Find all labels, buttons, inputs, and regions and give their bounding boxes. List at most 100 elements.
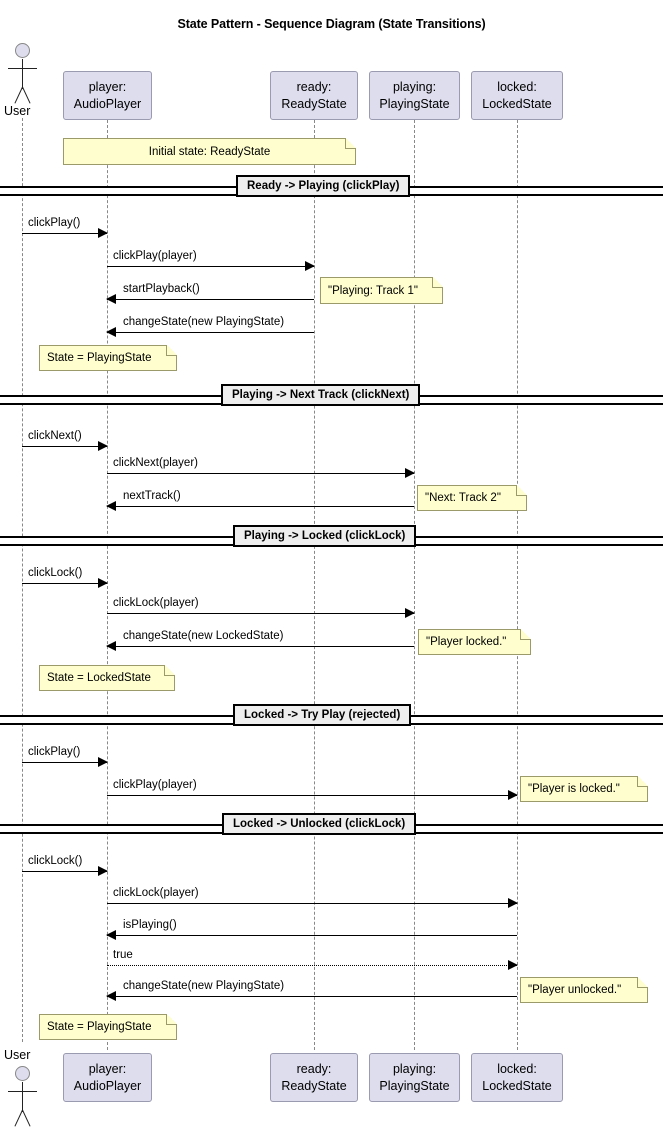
message-clicklock-player-2: clickLock(player) [107, 887, 518, 908]
message-nexttrack: nextTrack() [106, 490, 414, 511]
message-clicknext-user: clickNext() [22, 430, 108, 451]
participant-player-line2: AudioPlayer [73, 1078, 142, 1093]
divider-label-5: Locked -> Unlocked (clickLock) [222, 813, 417, 835]
note-state-lockedstate: State = LockedState [39, 665, 175, 691]
note-state-playingstate-2-text: State = PlayingState [47, 1021, 152, 1033]
participant-locked-bottom[interactable]: locked: LockedState [471, 1053, 563, 1102]
participant-playing-bottom[interactable]: playing: PlayingState [369, 1053, 460, 1102]
message-line [107, 903, 517, 904]
message-label: clickLock() [28, 567, 83, 579]
arrowhead-right-icon [98, 757, 108, 767]
message-clickplay-user-2: clickPlay() [22, 746, 108, 767]
participant-ready-top[interactable]: ready: ReadyState [270, 71, 358, 120]
note-state-lockedstate-text: State = LockedState [47, 672, 151, 684]
note-fold-icon [166, 1014, 177, 1025]
note-player-is-locked-text: "Player is locked." [528, 783, 620, 795]
note-fold-icon [166, 345, 177, 356]
note-state-playingstate-1: State = PlayingState [39, 345, 177, 371]
message-line [107, 646, 414, 647]
participant-locked-top[interactable]: locked: LockedState [471, 71, 563, 120]
actor-leg-left-icon [14, 86, 23, 104]
participant-ready-line2: ReadyState [281, 1078, 347, 1093]
message-changestate-playing-1: changeState(new PlayingState) [106, 316, 314, 337]
participant-player-top[interactable]: player: AudioPlayer [63, 71, 152, 120]
message-label: isPlaying() [123, 919, 177, 931]
message-label: clickNext(player) [113, 457, 198, 469]
note-player-unlocked: "Player unlocked." [520, 977, 648, 1003]
message-line [22, 762, 107, 763]
message-clickplay-player: clickPlay(player) [107, 250, 315, 271]
participant-playing-line1: playing: [392, 79, 437, 94]
lifeline-user [22, 118, 23, 1042]
participant-player-line1: player: [88, 79, 127, 94]
message-label: clickLock(player) [113, 887, 199, 899]
actor-user-top[interactable]: User [0, 40, 46, 118]
actor-leg-right-icon [22, 86, 31, 104]
note-fold-icon [637, 977, 648, 988]
note-player-locked: "Player locked." [418, 629, 531, 655]
note-playing-track1: "Playing: Track 1" [320, 277, 443, 304]
actor-head-icon [15, 43, 30, 58]
message-label: nextTrack() [123, 490, 181, 502]
arrowhead-right-icon [98, 578, 108, 588]
divider-label-3: Playing -> Locked (clickLock) [233, 525, 417, 547]
arrowhead-right-icon [508, 960, 518, 970]
message-label: clickLock(player) [113, 597, 199, 609]
actor-arms-icon [8, 1091, 37, 1092]
message-label: clickPlay(player) [113, 250, 197, 262]
message-changestate-playing-2: changeState(new PlayingState) [106, 980, 517, 1001]
divider-label-4: Locked -> Try Play (rejected) [233, 704, 412, 726]
participant-playing-top[interactable]: playing: PlayingState [369, 71, 460, 120]
actor-label-top: User [4, 104, 31, 118]
lifeline-ready [314, 120, 315, 1050]
note-fold-icon [345, 138, 356, 149]
message-line [107, 965, 517, 966]
arrowhead-right-icon [405, 608, 415, 618]
arrowhead-left-icon [106, 294, 116, 304]
message-changestate-locked: changeState(new LockedState) [106, 630, 414, 651]
participant-playing-line1: playing: [392, 1061, 437, 1076]
participant-ready-line1: ready: [296, 79, 332, 94]
note-fold-icon [432, 277, 443, 288]
message-clicknext-player: clickNext(player) [107, 457, 415, 478]
message-clicklock-player-1: clickLock(player) [107, 597, 415, 618]
note-fold-icon [637, 776, 648, 787]
actor-user-bottom[interactable]: User [0, 1048, 46, 1128]
message-label: clickPlay() [28, 217, 81, 229]
actor-head-icon [15, 1066, 30, 1081]
message-label: changeState(new PlayingState) [123, 980, 285, 992]
participant-ready-bottom[interactable]: ready: ReadyState [270, 1053, 358, 1102]
note-fold-icon [520, 629, 531, 640]
message-line [22, 583, 107, 584]
message-startplayback: startPlayback() [106, 283, 314, 304]
actor-leg-right-icon [22, 1109, 31, 1127]
note-initial-state: Initial state: ReadyState [63, 138, 356, 165]
actor-label-bottom: User [4, 1048, 31, 1062]
participant-player-line2: AudioPlayer [73, 96, 142, 111]
participant-ready-line1: ready: [296, 1061, 332, 1076]
arrowhead-left-icon [106, 991, 116, 1001]
note-fold-icon [516, 485, 527, 496]
arrowhead-left-icon [106, 327, 116, 337]
message-line [107, 266, 314, 267]
divider-locked-unlocked: Locked -> Unlocked (clickLock) [0, 813, 663, 835]
lifeline-playing [414, 120, 415, 1050]
note-next-track2: "Next: Track 2" [417, 485, 527, 511]
arrowhead-left-icon [106, 930, 116, 940]
participant-locked-line2: LockedState [482, 96, 552, 111]
message-label: clickLock() [28, 855, 83, 867]
divider-label-2: Playing -> Next Track (clickNext) [221, 384, 421, 406]
message-line [107, 332, 314, 333]
arrowhead-right-icon [98, 228, 108, 238]
arrowhead-right-icon [508, 898, 518, 908]
message-line [107, 506, 414, 507]
participant-player-bottom[interactable]: player: AudioPlayer [63, 1053, 152, 1102]
participant-ready-line2: ReadyState [281, 96, 347, 111]
note-next-track2-text: "Next: Track 2" [425, 492, 501, 504]
message-clickplay-locked: clickPlay(player) [107, 779, 518, 800]
note-state-playingstate-1-text: State = PlayingState [47, 352, 152, 364]
arrowhead-left-icon [106, 501, 116, 511]
divider-ready-to-playing: Ready -> Playing (clickPlay) [0, 175, 663, 197]
message-line [107, 613, 414, 614]
